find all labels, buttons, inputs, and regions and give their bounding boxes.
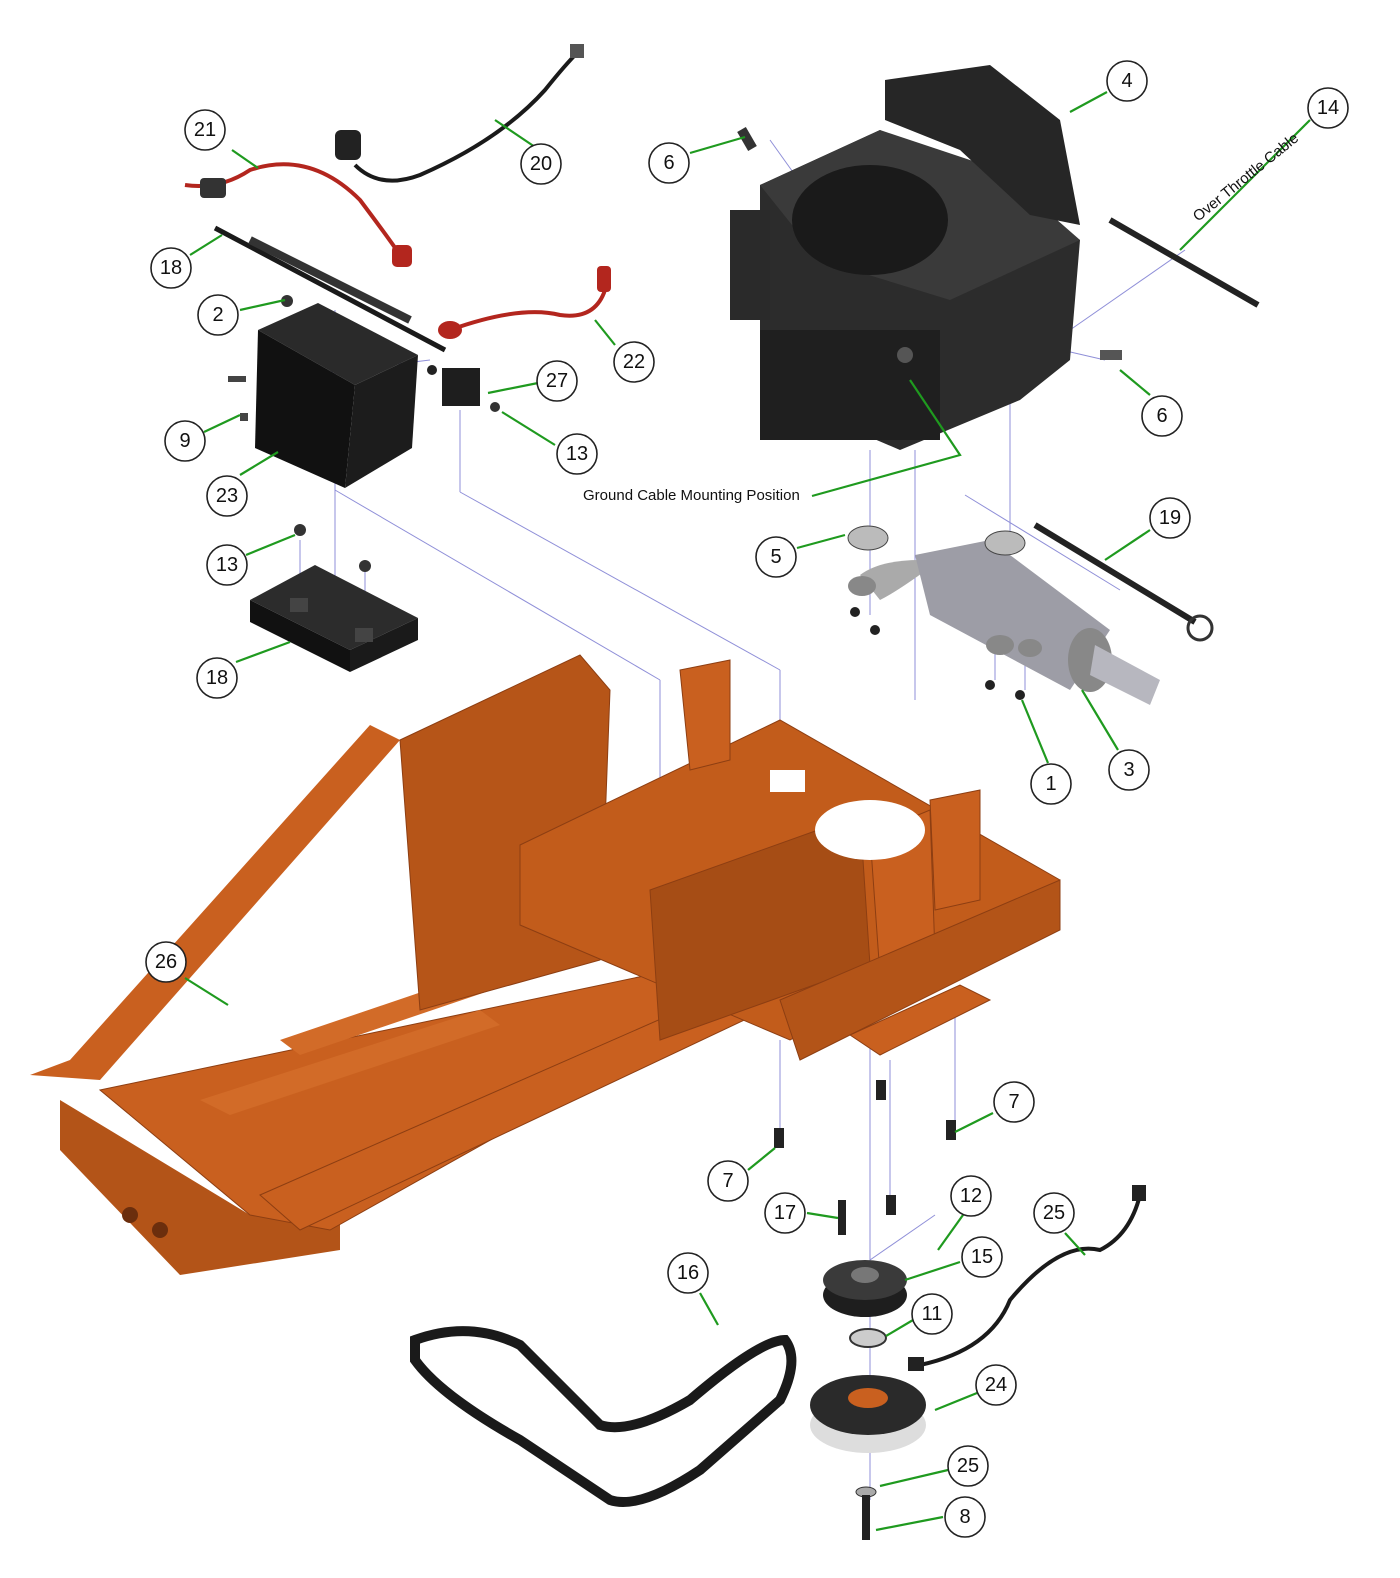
svg-text:27: 27 <box>546 370 568 392</box>
spacer-washer <box>849 1328 887 1348</box>
ground-cable <box>335 44 584 183</box>
svg-text:15: 15 <box>971 1246 993 1268</box>
svg-text:8: 8 <box>959 1506 970 1528</box>
callout-3: 3 <box>1108 749 1150 791</box>
muffler-gaskets <box>847 525 1026 556</box>
callout-8: 8 <box>944 1496 986 1538</box>
callout-6: 6 <box>648 142 690 184</box>
svg-text:22: 22 <box>623 351 645 373</box>
callout-12: 12 <box>950 1175 992 1217</box>
positive-battery-cable <box>184 162 412 267</box>
pulley <box>823 1260 907 1317</box>
frame-bolts <box>774 1080 956 1215</box>
svg-text:23: 23 <box>216 485 238 507</box>
callout-11: 11 <box>911 1293 953 1335</box>
svg-text:13: 13 <box>566 443 588 465</box>
battery-solenoid <box>427 365 500 412</box>
callout-6-right: 6 <box>1141 395 1183 437</box>
svg-text:3: 3 <box>1123 759 1134 781</box>
callout-7-right: 7 <box>993 1081 1035 1123</box>
svg-text:9: 9 <box>179 430 190 452</box>
svg-text:7: 7 <box>722 1170 733 1192</box>
battery-tray <box>250 565 418 672</box>
throttle-cable <box>1108 217 1260 308</box>
ground-cable-annotation: Ground Cable Mounting Position <box>583 487 800 504</box>
callout-20: 20 <box>520 143 562 185</box>
callout-18: 18 <box>150 247 192 289</box>
pto-clutch <box>810 1375 926 1453</box>
battery <box>255 295 418 488</box>
muffler-mount-rod <box>1033 522 1214 642</box>
svg-text:14: 14 <box>1317 97 1339 119</box>
callout-23: 23 <box>206 475 248 517</box>
svg-text:20: 20 <box>530 153 552 175</box>
spark-plugs <box>737 126 1122 360</box>
clutch-washer-bolt <box>855 1486 877 1540</box>
svg-text:7: 7 <box>1008 1091 1019 1113</box>
callout-15: 15 <box>961 1236 1003 1278</box>
svg-text:12: 12 <box>960 1185 982 1207</box>
svg-text:21: 21 <box>194 119 216 141</box>
svg-text:13: 13 <box>216 554 238 576</box>
svg-text:18: 18 <box>160 257 182 279</box>
callout-4: 4 <box>1106 60 1148 102</box>
callout-13-tray: 13 <box>206 544 248 586</box>
svg-text:5: 5 <box>770 546 781 568</box>
muffler <box>848 540 1160 705</box>
svg-text:17: 17 <box>774 1202 796 1224</box>
svg-text:18: 18 <box>206 667 228 689</box>
callout-7-left: 7 <box>707 1160 749 1202</box>
callout-18-tray: 18 <box>196 657 238 699</box>
svg-text:1: 1 <box>1045 773 1056 795</box>
callout-2: 2 <box>197 294 239 336</box>
svg-text:11: 11 <box>922 1303 943 1325</box>
svg-text:26: 26 <box>155 951 177 973</box>
hold-down-rod <box>213 225 447 353</box>
engine <box>730 65 1080 450</box>
callout-24: 24 <box>975 1364 1017 1406</box>
callout-25-harness: 25 <box>1033 1192 1075 1234</box>
svg-text:6: 6 <box>1156 405 1167 427</box>
callout-14: 14 <box>1307 87 1349 129</box>
callout-9: 9 <box>164 420 206 462</box>
svg-text:24: 24 <box>985 1374 1007 1396</box>
svg-text:25: 25 <box>1043 1202 1065 1224</box>
deck-belt <box>410 1326 797 1507</box>
small-hardware <box>228 376 371 572</box>
callout-17: 17 <box>764 1192 806 1234</box>
callout-25-washer: 25 <box>947 1445 989 1487</box>
throttle-cable-annotation: Over Throttle Cable <box>1190 130 1302 225</box>
solenoid-cable <box>438 266 611 339</box>
clutch-harness <box>908 1185 1146 1371</box>
svg-text:2: 2 <box>212 304 223 326</box>
svg-text:19: 19 <box>1159 507 1181 529</box>
callout-1: 1 <box>1030 763 1072 805</box>
svg-text:16: 16 <box>677 1262 699 1284</box>
callout-19: 19 <box>1149 497 1191 539</box>
clutch-key <box>838 1200 846 1235</box>
callout-22: 22 <box>613 341 655 383</box>
callout-16: 16 <box>667 1252 709 1294</box>
callout-leaders <box>184 91 1311 1532</box>
mower-frame <box>30 654 1061 1275</box>
svg-text:6: 6 <box>663 152 674 174</box>
callout-13: 13 <box>556 433 598 475</box>
svg-text:4: 4 <box>1121 70 1132 92</box>
part-callouts: 21 20 18 2 22 27 9 13 23 13 18 6 4 14 6 … <box>145 60 1349 1538</box>
callout-27: 27 <box>536 360 578 402</box>
callout-26: 26 <box>145 941 187 983</box>
callout-21: 21 <box>184 109 226 151</box>
callout-5: 5 <box>755 536 797 578</box>
svg-text:25: 25 <box>957 1455 979 1477</box>
